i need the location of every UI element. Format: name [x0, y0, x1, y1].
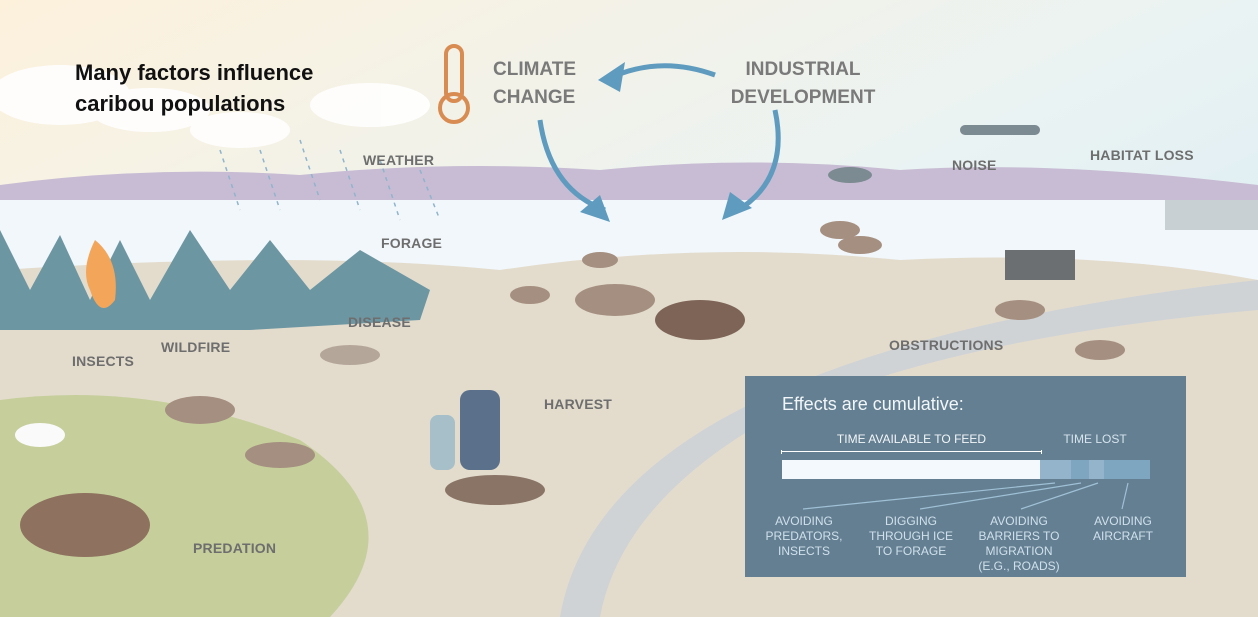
disease-label: DISEASE: [348, 314, 411, 330]
caption-line: AVOIDING: [775, 514, 833, 528]
mountains: [0, 162, 1258, 210]
label-line: CLIMATE: [493, 59, 577, 80]
time-available-label: TIME AVAILABLE TO FEED: [836, 432, 987, 446]
rain: [219, 139, 441, 221]
caption-line: AVOIDING: [1094, 514, 1152, 528]
caption-line: INSECTS: [777, 544, 830, 558]
caption-barriers: AVOIDING BARRIERS TO MIGRATION (E.G., RO…: [971, 514, 1067, 574]
aircraft: [828, 125, 1040, 183]
time-lost-segment: [1070, 460, 1090, 479]
caption-aircraft: AVOIDING AIRCRAFT: [1083, 514, 1163, 544]
title-line: caribou populations: [75, 91, 286, 116]
noise-label: NOISE: [952, 157, 997, 173]
time-available-bracket: [781, 450, 1042, 454]
time-lost-segment: [1103, 460, 1150, 479]
label-line: CHANGE: [493, 87, 576, 108]
caption-line: (E.G., ROADS): [978, 559, 1060, 573]
label-line: INDUSTRIAL: [745, 59, 861, 80]
caption-line: BARRIERS TO: [978, 529, 1060, 543]
leader-lines: [802, 482, 1129, 510]
panel-heading: Effects are cumulative:: [782, 394, 964, 414]
clouds: [0, 65, 430, 148]
cumulative-effects-panel: Effects are cumulative: TIME AVAILABLE T…: [745, 376, 1186, 577]
title-line: Many factors influence: [75, 60, 314, 85]
caption-line: AVOIDING: [990, 514, 1048, 528]
weather-label: WEATHER: [363, 152, 435, 168]
harvest-label: HARVEST: [544, 396, 613, 412]
caption-line: PREDATORS,: [765, 529, 843, 543]
bear: [20, 493, 150, 557]
caption-line: DIGGING: [884, 514, 937, 528]
caption-line: TO FORAGE: [875, 544, 947, 558]
time-lost-segment: [1039, 460, 1071, 479]
predation-label: PREDATION: [193, 540, 277, 556]
caption-predators: AVOIDING PREDATORS, INSECTS: [760, 514, 848, 559]
thermometer-icon: [438, 44, 470, 124]
time-budget-bar: [782, 460, 1150, 479]
truck: [1005, 250, 1075, 280]
caption-line: THROUGH ICE: [869, 529, 953, 543]
time-lost-segment: [1089, 460, 1104, 479]
wildfire-label: WILDFIRE: [161, 339, 231, 355]
caption-digging: DIGGING THROUGH ICE TO FORAGE: [863, 514, 959, 559]
insects-label: INSECTS: [72, 353, 135, 369]
habitat-loss-label: HABITAT LOSS: [1090, 147, 1194, 163]
caribou-herd: [165, 221, 1125, 505]
forage-label: FORAGE: [381, 235, 443, 251]
arrowheads: [580, 62, 752, 222]
climate-change-label: CLIMATE CHANGE: [493, 56, 576, 112]
caption-line: AIRCRAFT: [1093, 529, 1153, 543]
caption-line: MIGRATION: [985, 544, 1053, 558]
hunters: [430, 390, 500, 470]
industrial-development-label: INDUSTRIAL DEVELOPMENT: [730, 56, 876, 112]
label-line: DEVELOPMENT: [730, 87, 876, 108]
buildings: [1165, 200, 1258, 230]
obstructions-label: OBSTRUCTIONS: [889, 337, 1004, 353]
wolf: [15, 423, 65, 447]
road: [560, 280, 1258, 617]
fire: [86, 240, 116, 308]
infographic-title: Many factors influence caribou populatio…: [75, 57, 313, 119]
time-lost-label: TIME LOST: [1063, 432, 1127, 446]
feed-time-segment: [782, 460, 1040, 479]
